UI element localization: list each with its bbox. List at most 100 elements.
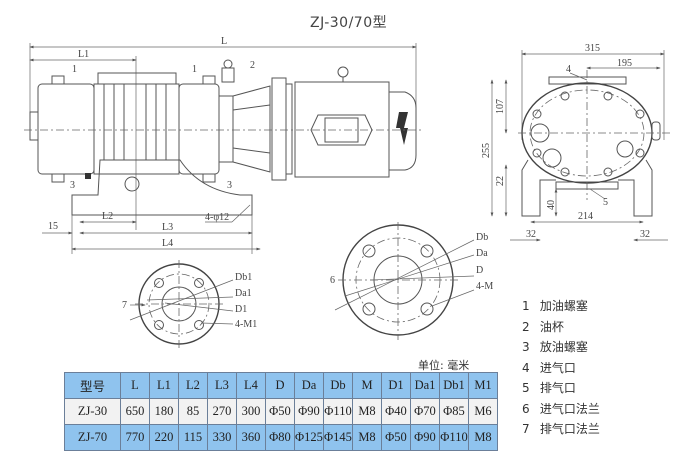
table-cell: ZJ-70 [64, 424, 121, 451]
legend-item: 1 加油螺塞 [522, 296, 600, 317]
dim-label-107: 107 [495, 99, 506, 114]
table-cell: M8 [352, 398, 382, 425]
table-cell: Φ80 [265, 424, 295, 451]
side-view: L L1 [24, 36, 422, 254]
legend-text: 油杯 [539, 319, 564, 334]
callout-1-left: 1 [72, 64, 77, 75]
pump-shaft-stub [29, 111, 39, 141]
header-cell: L4 [236, 372, 266, 399]
drain-plug-right [202, 173, 216, 183]
left-foot [521, 159, 556, 217]
header-cell: M1 [468, 372, 498, 399]
callout-2: 2 [250, 60, 255, 71]
table-cell: Φ70 [410, 398, 440, 425]
callout-4: 4 [566, 64, 571, 75]
spec-table: 型号 L L1 L2 L3 L4 D Da Db M D1 Da1 Db1 M1… [64, 372, 498, 451]
drain-plug-left [51, 173, 65, 183]
table-cell: 180 [149, 398, 179, 425]
marker-block [85, 173, 91, 179]
label-D1: D1 [235, 304, 247, 315]
legend-text: 进气口 [539, 360, 576, 375]
table-row: ZJ-70 770 220 115 330 360 Φ80 Φ125 Φ145 … [64, 424, 498, 451]
label-Da1: Da1 [235, 288, 252, 299]
table-cell: 770 [120, 424, 150, 451]
table-cell: 85 [178, 398, 208, 425]
oil-cup [221, 67, 235, 83]
dim-label-offset: 15 [48, 221, 58, 232]
dim-label-L1: L1 [78, 49, 89, 60]
flange-bolt-hole [154, 320, 164, 330]
callout-3-right: 3 [227, 180, 232, 191]
label-D: D [476, 265, 483, 276]
legend-num: 7 [522, 422, 530, 436]
oil-cup-cap [223, 59, 233, 69]
legend-item: 5 排气口 [522, 378, 600, 399]
pump-top-plate [97, 72, 177, 85]
label-Db1: Db1 [235, 272, 252, 283]
header-cell: Db1 [439, 372, 469, 399]
bolt [635, 109, 645, 119]
pump-left-cover [37, 83, 95, 175]
bolt [532, 109, 542, 119]
dim-label-L2: L2 [102, 211, 113, 222]
table-cell: 650 [120, 398, 150, 425]
rotation-arrow-icon [396, 112, 408, 145]
outlet-flange-view: Db1 Da1 D1 4-M1 7 [122, 260, 257, 348]
flange-bolt-hole [362, 244, 376, 258]
callout-1-right: 1 [192, 64, 197, 75]
callout-4-leader [569, 72, 588, 81]
legend-num: 1 [522, 299, 530, 313]
table-cell: 115 [178, 424, 208, 451]
legend-text: 排气口 [539, 381, 576, 395]
legend-item: 2 油杯 [522, 317, 600, 338]
motor-body [294, 81, 390, 178]
table-cell: Φ110 [323, 398, 353, 425]
label-4M1: 4-M1 [235, 319, 257, 330]
dim-label-32-right: 32 [640, 229, 650, 240]
legend-item: 7 排气口法兰 [522, 419, 600, 440]
leader-D1 [164, 302, 234, 312]
base-bolt-hole [124, 176, 140, 192]
flange-bolt-hole [194, 320, 204, 330]
leader-Da1 [146, 296, 234, 301]
drawing-title: ZJ-30/70型 [310, 15, 388, 31]
table-cell: M8 [352, 424, 382, 451]
sight-port [616, 140, 634, 158]
oil-fill-plug-right [202, 75, 216, 85]
cone-line [232, 104, 271, 111]
table-header-row: 型号 L L1 L2 L3 L4 D Da Db M D1 Da1 Db1 M1 [64, 372, 498, 399]
leader-4M [431, 289, 475, 307]
table-cell: 360 [236, 424, 266, 451]
parts-legend: 1 加油螺塞 2 油杯 3 放油螺塞 4 进气口 5 排气口 6 进气口法兰 7… [522, 296, 600, 440]
callout-3-left: 3 [70, 180, 75, 191]
bolt [560, 91, 570, 101]
pump-base [71, 159, 253, 216]
dim-label-195: 195 [617, 58, 632, 69]
header-cell: 型号 [64, 372, 121, 399]
bolt [635, 148, 645, 158]
inlet-flange-view: Db Da D 4-M 6 [330, 222, 493, 340]
legend-text: 放油螺塞 [539, 340, 588, 354]
legend-num: 2 [522, 319, 530, 334]
unit-note: 单位: 毫米 [418, 359, 470, 372]
dim-label-L: L [221, 36, 227, 47]
table-cell: Φ85 [439, 398, 469, 425]
oil-fill-plug-left [51, 75, 65, 85]
header-cell: Db [323, 372, 353, 399]
table-cell: Φ125 [294, 424, 324, 451]
table-cell: Φ145 [323, 424, 353, 451]
table-cell: Φ90 [410, 424, 440, 451]
label-4M: 4-M [476, 281, 493, 292]
header-cell: Da1 [410, 372, 440, 399]
legend-item: 3 放油螺塞 [522, 337, 600, 358]
table-cell: Φ90 [294, 398, 324, 425]
dim-label-22: 22 [495, 176, 506, 186]
table-row: ZJ-30 650 180 85 270 300 Φ50 Φ90 Φ110 M8… [64, 398, 498, 425]
callout-7: 7 [122, 300, 127, 311]
header-cell: L1 [149, 372, 179, 399]
end-view: 315 195 107 255 22 40 214 [481, 43, 670, 242]
motor-nameplate-box [310, 114, 373, 146]
table-cell: 330 [207, 424, 237, 451]
legend-text: 排气口法兰 [539, 422, 600, 436]
